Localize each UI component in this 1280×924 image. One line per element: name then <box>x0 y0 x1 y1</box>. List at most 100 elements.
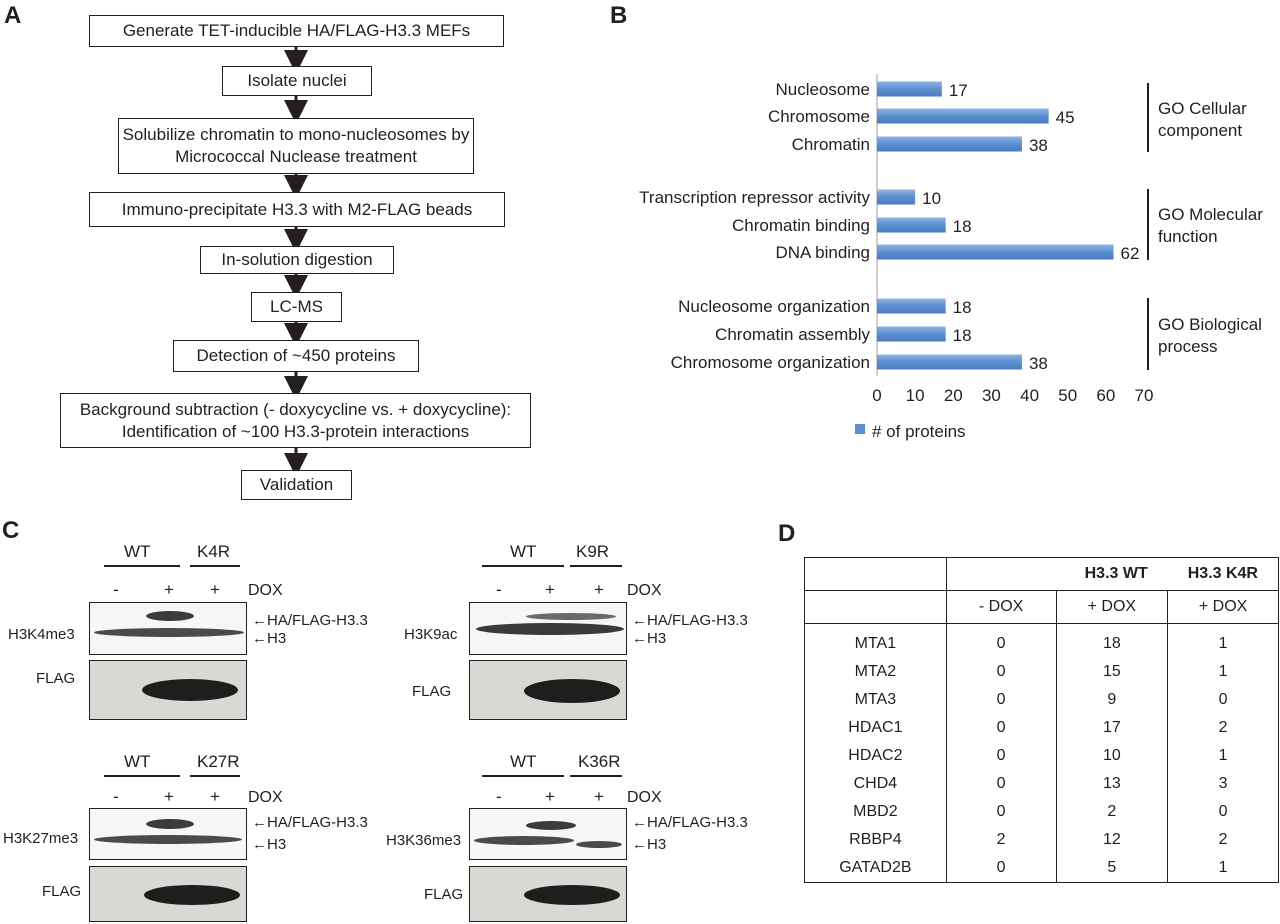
blot-membrane <box>89 808 247 860</box>
flow-step-immunoprecipitate: Immuno-precipitate H3.3 with M2-FLAG bea… <box>89 192 505 227</box>
antibody-label: H3K4me3 <box>8 626 75 643</box>
flow-step-text: Micrococcal Nuclease treatment <box>175 147 417 166</box>
chart-value-label: 17 <box>949 81 968 100</box>
band-ha-flag <box>526 613 616 620</box>
lane-plus: + <box>210 787 220 806</box>
chart-x-tick-label: 40 <box>1020 386 1039 405</box>
mutant-bracket <box>190 775 240 777</box>
count-cell: 0 <box>945 742 1057 770</box>
header-h33-k4r: H3.3 K4R <box>1167 557 1279 591</box>
wt-bracket <box>482 775 564 777</box>
count-cell: 2 <box>1167 714 1279 742</box>
flow-step-text: Generate TET-inducible HA/FLAG-H3.3 MEFs <box>122 21 471 40</box>
lane-minus: - <box>113 580 119 599</box>
count-cell: 0 <box>1167 686 1279 714</box>
band-ha-flag <box>526 821 576 830</box>
count-cell: 0 <box>945 623 1057 658</box>
group-label: component <box>1158 121 1242 140</box>
chart-category-label: Nucleosome <box>776 80 871 99</box>
flow-step-text: Identification of ~100 H3.3-protein inte… <box>121 421 470 441</box>
wt-bracket <box>104 775 180 777</box>
count-cell: 13 <box>1055 770 1169 798</box>
protein-name-cell: MTA1 <box>804 623 947 658</box>
count-cell: 2 <box>945 826 1057 854</box>
table-corner-cell <box>804 557 947 591</box>
subheader-cell: + DOX <box>1055 590 1169 624</box>
flag-label: FLAG <box>36 670 76 687</box>
chart-value-label: 45 <box>1056 108 1075 127</box>
chart-value-label: 62 <box>1120 244 1139 263</box>
wt-label: WT <box>124 542 151 561</box>
lane-plus: + <box>164 580 174 599</box>
protein-name-cell: MTA2 <box>804 658 947 686</box>
chart-x-tick-label: 30 <box>982 386 1001 405</box>
ha-flag-arrow-label: ←HA/FLAG-H3.3 <box>632 612 748 629</box>
count-cell: 17 <box>1055 714 1169 742</box>
count-cell: 3 <box>1167 770 1279 798</box>
protein-name-cell: GATAD2B <box>804 854 947 883</box>
chart-bar <box>877 108 1049 124</box>
count-cell: 12 <box>1055 826 1169 854</box>
chart-x-tick-label: 70 <box>1135 386 1154 405</box>
chart-category-label: Chromosome organization <box>671 353 870 372</box>
mutant-label: K4R <box>197 542 231 561</box>
count-cell: 1 <box>1167 623 1279 658</box>
count-cell: 18 <box>1055 623 1169 658</box>
flow-step-lcms: LC-MS <box>251 292 342 322</box>
protein-name-cell: HDAC2 <box>804 742 947 770</box>
count-cell: 1 <box>1167 658 1279 686</box>
band-flag <box>144 885 240 905</box>
group-label: GO Molecular <box>1158 205 1263 224</box>
chart-bar <box>877 354 1022 370</box>
chart-category-label: Chromosome <box>768 107 870 126</box>
dox-label: DOX <box>627 582 662 599</box>
count-cell: 15 <box>1055 658 1169 686</box>
band-h3 <box>94 628 244 637</box>
flag-label: FLAG <box>42 883 82 900</box>
blot-membrane <box>469 602 627 655</box>
flow-step-detection: Detection of ~450 proteins <box>173 340 419 372</box>
ha-flag-arrow-label: ←HA/FLAG-H3.3 <box>252 612 368 629</box>
count-cell: 0 <box>945 714 1057 742</box>
wt-label: WT <box>124 752 151 771</box>
panel-letter-d: D <box>778 520 796 547</box>
group-label: process <box>1158 337 1218 356</box>
flow-step-text: Detection of ~450 proteins <box>196 346 396 365</box>
flow-step-digestion: In-solution digestion <box>200 246 394 274</box>
flow-step-isolate: Isolate nuclei <box>222 66 372 96</box>
protein-name-cell: CHD4 <box>804 770 947 798</box>
dox-label: DOX <box>248 582 283 599</box>
lane-plus: + <box>545 787 555 806</box>
lane-plus: + <box>594 580 604 599</box>
chart-category-label: DNA binding <box>775 243 870 262</box>
count-cell: 2 <box>1055 798 1169 826</box>
legend-label: # of proteins <box>872 422 966 441</box>
wt-label: WT <box>510 752 537 771</box>
panel-letter-a: A <box>4 2 22 29</box>
flow-step-background: Background subtraction (- doxycycline vs… <box>60 393 531 448</box>
band-flag <box>524 885 620 905</box>
lane-minus: - <box>496 580 502 599</box>
mutant-label: K27R <box>197 752 240 771</box>
count-cell: 5 <box>1055 854 1169 883</box>
flow-step-text: In-solution digestion <box>221 250 373 269</box>
band-ha-flag <box>146 819 194 829</box>
chart-bar <box>877 217 946 233</box>
chart-value-label: 38 <box>1029 136 1048 155</box>
wt-bracket <box>482 565 564 567</box>
antibody-label: H3K27me3 <box>3 830 79 847</box>
lane-plus: + <box>545 580 555 599</box>
count-cell: 0 <box>945 686 1057 714</box>
dox-label: DOX <box>627 789 662 806</box>
panel-letter-c: C <box>2 517 20 544</box>
table-corner-cell <box>804 590 947 624</box>
h3-arrow-label: ←H3 <box>632 836 667 853</box>
chart-bar <box>877 136 1022 152</box>
